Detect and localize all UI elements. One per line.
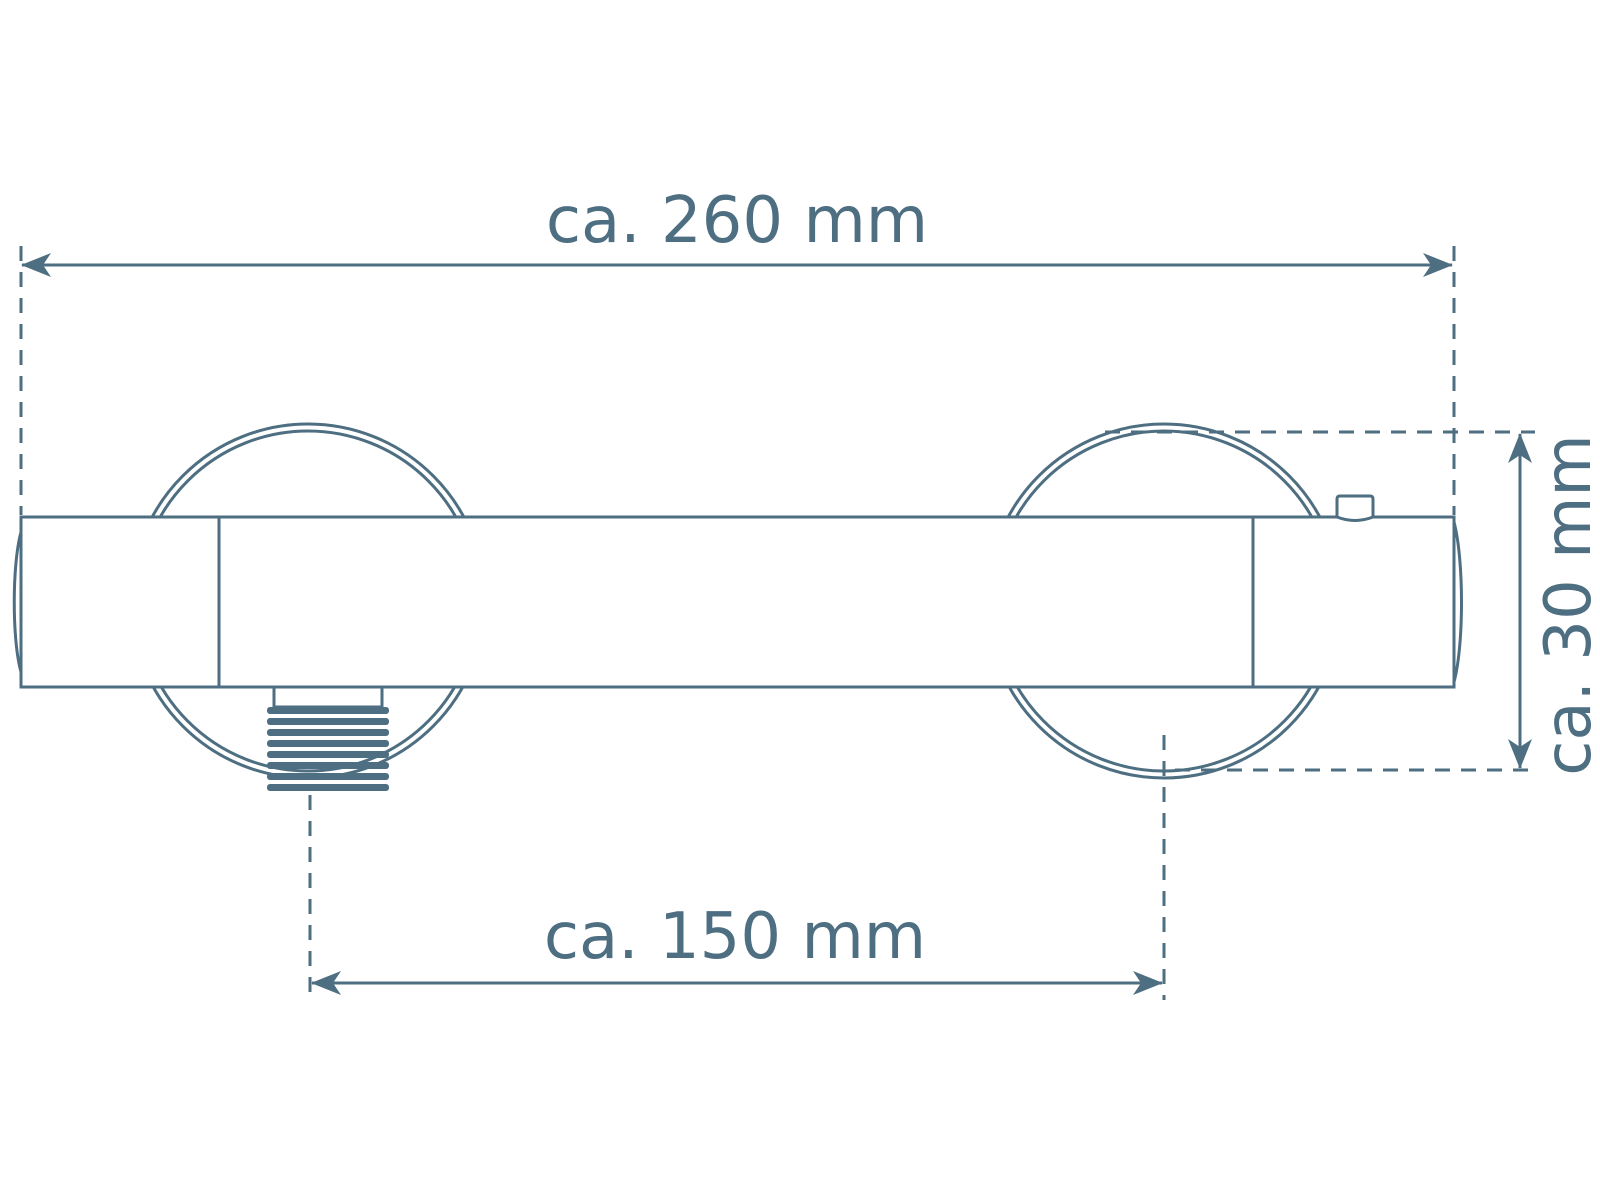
right-end-cap <box>1452 521 1463 683</box>
height-dimension-label: ca. 30 mm <box>1532 434 1600 776</box>
safety-stop-button <box>1335 494 1375 522</box>
spacing-dimension-label: ca. 150 mm <box>544 900 926 974</box>
thermostat-body <box>19 515 1456 689</box>
outlet-thread <box>267 707 389 791</box>
length-dimension-label: ca. 260 mm <box>546 184 928 258</box>
left-end-cap <box>12 531 23 673</box>
outlet-thread-cap <box>272 685 384 709</box>
